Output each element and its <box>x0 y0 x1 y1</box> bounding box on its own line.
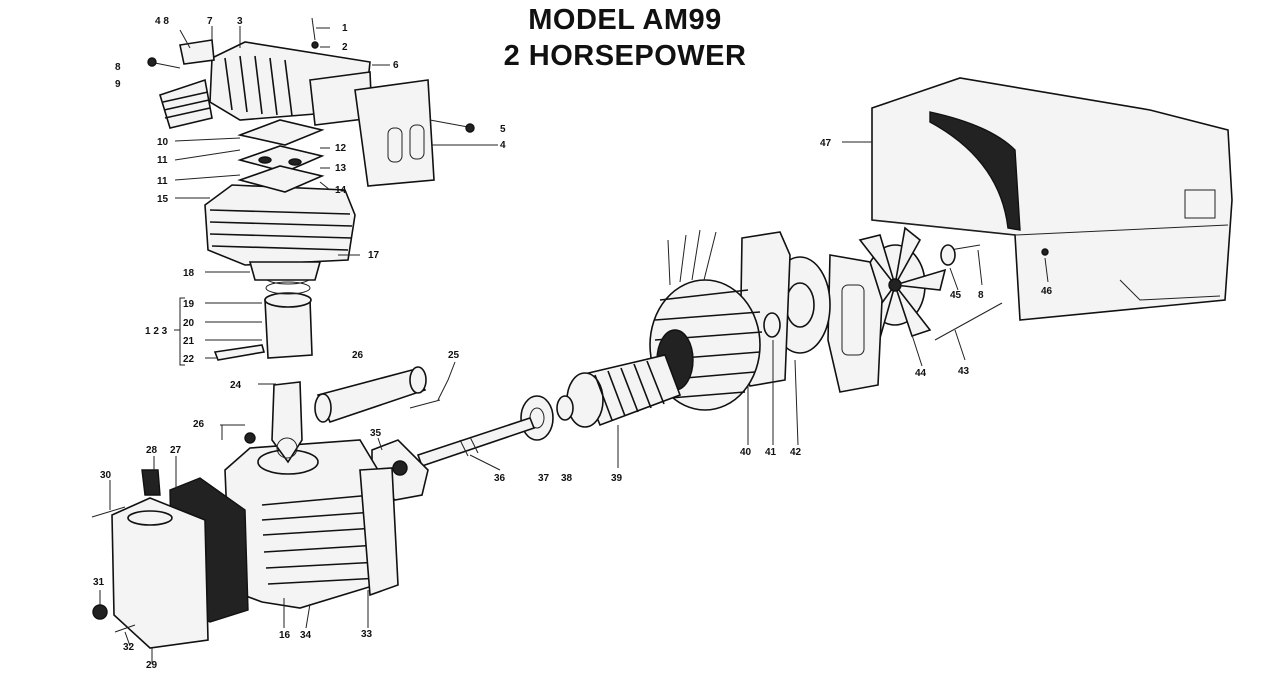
callout-25: 25 <box>448 350 460 361</box>
callout-22: 22 <box>183 354 195 365</box>
callout-43: 43 <box>958 366 970 377</box>
callout-3: 3 <box>237 16 243 27</box>
bolt-part <box>91 17 1049 518</box>
callout-16: 16 <box>279 630 291 641</box>
callout-28: 28 <box>146 445 158 456</box>
crankcase-part <box>224 439 399 609</box>
callout-2: 2 <box>342 42 348 53</box>
callout-47: 47 <box>820 138 832 149</box>
callout-1: 1 <box>342 23 348 34</box>
callout-14: 14 <box>335 185 347 196</box>
callout-32: 32 <box>123 642 135 653</box>
callout-40: 40 <box>740 447 752 458</box>
callout-36: 36 <box>494 473 506 484</box>
fitting-part <box>92 244 956 633</box>
callout-30: 30 <box>100 470 112 481</box>
motor-shroud-part <box>871 77 1233 321</box>
callout-42: 42 <box>790 447 802 458</box>
piston-part <box>213 271 313 361</box>
callout-48: 4 8 <box>155 16 169 27</box>
callout-18: 18 <box>183 268 195 279</box>
callout-4: 4 <box>500 140 506 151</box>
callout-37: 37 <box>538 473 550 484</box>
callout-39: 39 <box>611 473 623 484</box>
callout-labels: 4 8 7 3 1 2 8 9 6 5 4 10 11 11 15 12 13 … <box>93 16 1053 671</box>
callout-17: 17 <box>368 250 380 261</box>
callout-26a: 26 <box>352 350 364 361</box>
crankshaft-part <box>416 417 536 468</box>
callout-19: 19 <box>183 299 195 310</box>
callout-9: 9 <box>115 79 121 90</box>
leader-lines <box>99 26 1049 664</box>
diagram-title-line1: MODEL AM99 <box>528 4 722 36</box>
rotor-part <box>566 354 682 428</box>
callout-21: 21 <box>183 336 195 347</box>
callout-26b: 26 <box>193 419 205 430</box>
callout-34: 34 <box>300 630 312 641</box>
callout-5: 5 <box>500 124 506 135</box>
callout-46: 46 <box>1041 286 1053 297</box>
callout-44: 44 <box>915 368 927 379</box>
callout-41: 41 <box>765 447 777 458</box>
callout-11b: 11 <box>157 176 168 187</box>
callout-35: 35 <box>370 428 382 439</box>
callout-8a: 8 <box>115 62 121 73</box>
callout-27: 27 <box>170 445 182 456</box>
diagram-title-line2: 2 HORSEPOWER <box>503 40 747 72</box>
intake-filter-part <box>309 71 435 187</box>
callout-24: 24 <box>230 380 242 391</box>
connecting-rod-part <box>271 381 303 464</box>
callout-8b: 8 <box>978 290 984 301</box>
callout-33: 33 <box>361 629 373 640</box>
valve-plate-part <box>237 119 325 193</box>
callout-6: 6 <box>393 60 399 71</box>
callout-31: 31 <box>93 577 105 588</box>
cylinder-part <box>204 184 356 281</box>
callout-15: 15 <box>157 194 169 205</box>
callout-11a: 11 <box>157 155 168 166</box>
callout-12: 12 <box>335 143 347 154</box>
side-cover-part <box>111 469 249 649</box>
callout-20: 20 <box>183 318 195 329</box>
callout-45: 45 <box>950 290 962 301</box>
callout-7: 7 <box>207 16 213 27</box>
callout-38: 38 <box>561 473 573 484</box>
silencer-part <box>314 366 427 423</box>
callout-29: 29 <box>146 660 158 671</box>
callout-13: 13 <box>335 163 347 174</box>
callout-10: 10 <box>157 137 169 148</box>
callout-123: 1 2 3 <box>145 326 168 337</box>
